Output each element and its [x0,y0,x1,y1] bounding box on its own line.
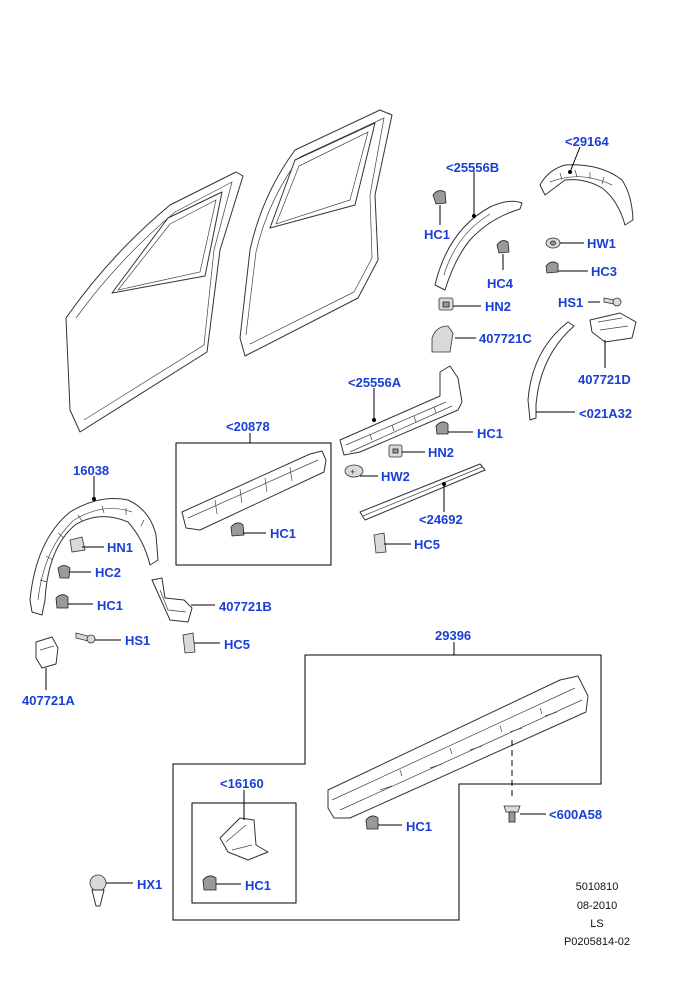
front-wheel-arch-16038 [29,497,159,616]
label-hs1: HS1 [125,633,150,648]
label-hs1: HS1 [558,295,583,310]
label-29396: 29396 [435,628,471,643]
diagram-footer: 5010810 08-2010 LS P0205814-02 [564,881,630,948]
bracket-407721A [35,636,59,669]
nut-hn2-a [438,297,454,311]
label-hc1: HC1 [245,878,271,893]
label-20878: <20878 [226,419,270,434]
label-25556A: <25556A [348,375,402,390]
bracket-407721C [431,325,454,353]
clip-hc1-box20878 [230,522,245,537]
clip-hc1-a [432,190,447,205]
rear-arch-extension-29164 [539,164,634,226]
box-20878 [175,442,332,566]
clip-hc5-b [182,632,196,654]
washer-hw2: + [344,464,364,478]
label-021A32: <021A32 [579,406,632,421]
strip-24692 [359,463,486,521]
nut-hn2-b [388,444,403,458]
label-hn2: HN2 [485,299,511,314]
label-407721D: 407721D [578,372,631,387]
label-hc4: HC4 [487,276,514,291]
footer-reference: P0205814-02 [564,936,630,948]
label-16160: <16160 [220,776,264,791]
clip-hc1-f [202,875,217,891]
footer-variant: LS [590,918,603,930]
footer-code: 5010810 [576,881,619,893]
label-hc1: HC1 [406,819,432,834]
rear-door-outline [239,109,393,357]
sill-panel-29396 [327,675,589,819]
fastener-hx1 [89,874,107,907]
nut-hn1 [69,536,86,553]
moulding-20878 [181,450,327,531]
label-407721A: 407721A [22,693,75,708]
label-24692: <24692 [419,512,463,527]
label-hx1: HX1 [137,877,162,892]
washer-hw1 [545,237,561,249]
label-hw2: HW2 [381,469,410,484]
clip-hc1-b [435,421,449,435]
label-hc5: HC5 [224,637,250,652]
label-hc3: HC3 [591,264,617,279]
label-hc1: HC1 [477,426,503,441]
bracket-407721D [589,312,637,343]
clip-hc1-e [365,815,379,830]
footer-date: 08-2010 [577,900,617,912]
clip-hc3 [545,261,559,274]
screw-hs1-a [603,297,622,307]
label-407721B: 407721B [219,599,272,614]
clip-hc5-a [373,532,387,554]
clip-hc1-c [55,594,69,609]
bracket-407721B [151,577,193,623]
seal-021A32 [527,321,575,421]
callout-labels: <29164 <25556B HC1 HC4 HW1 HC3 HN2 HS1 4… [22,134,632,893]
label-hw1: HW1 [587,236,616,251]
clip-hc2 [57,565,71,579]
label-29164: <29164 [565,134,610,149]
rear-wheel-arch-25556B [434,200,523,291]
front-door-outline [65,171,244,433]
screw-hs1-b [75,632,96,644]
label-hc1: HC1 [97,598,123,613]
label-hc1: HC1 [270,526,296,541]
label-hc2: HC2 [95,565,121,580]
label-16038: 16038 [73,463,109,478]
label-600A58: <600A58 [549,807,602,822]
label-hc5: HC5 [414,537,440,552]
label-407721C: 407721C [479,331,532,346]
screw-600A58 [503,805,521,823]
box-29396 [172,654,602,921]
label-hn1: HN1 [107,540,133,555]
bracket-16160 [219,817,269,861]
label-hn2: HN2 [428,445,454,460]
svg-text:+: + [350,467,355,477]
leader-lines [45,146,606,885]
label-25556B: <25556B [446,160,499,175]
clip-hc4 [496,240,510,254]
label-hc1: HC1 [424,227,450,242]
